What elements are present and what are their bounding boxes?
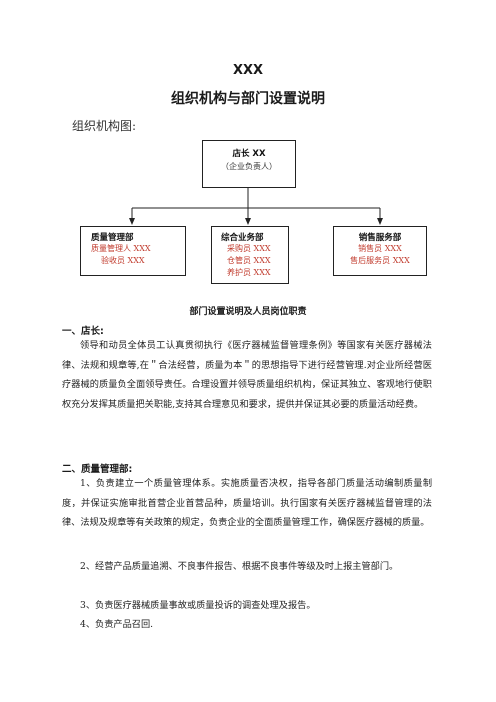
section-heading-quality-dept: 二、质量管理部:	[62, 464, 133, 475]
org-box-sales-dept: 销售服务部 销售员 XXX 售后服务员 XXX	[333, 226, 427, 276]
store-manager-name: 店长 XX	[232, 149, 266, 159]
store-manager-role: （企业负责人）	[221, 162, 277, 171]
paragraph-quality-1: 1、负责建立一个质量管理体系。实施质量否决权，指导各部门质量活动编制质量制度，并…	[62, 478, 432, 528]
org-box-business-dept: 综合业务部 采购员 XXX 仓管员 XXX 养护员 XXX	[211, 226, 289, 284]
paragraph-store-manager: 领导和动员全体员工认真贯彻执行《医疗器械监督管理条例》等国家有关医疗器械法律、法…	[62, 340, 432, 410]
paragraph-quality-2: 2、经营产品质量追溯、不良事件报告、根据不良事件等级及时上报主管部门。	[80, 561, 399, 572]
paragraph-quality-4: 4、负责产品召回.	[80, 619, 154, 630]
quality-dept-member: 验收员 XXX	[101, 256, 145, 265]
arrow-left-icon	[129, 218, 135, 225]
business-dept-title: 综合业务部	[221, 233, 264, 243]
document-subtitle: 组织机构与部门设置说明	[171, 91, 325, 107]
quality-dept-title: 质量管理部	[91, 233, 134, 243]
quality-dept-member: 质量管理人 XXX	[91, 244, 151, 253]
document-title: XXX	[232, 63, 264, 78]
arrow-right-icon	[377, 218, 383, 225]
org-chart-connectors	[129, 188, 383, 225]
paragraph-quality-3: 3、负责医疗器械质量事故或质量投诉的调查处理及报告。	[80, 600, 316, 611]
org-box-store-manager: 店长 XX （企业负责人）	[202, 140, 296, 188]
business-dept-member: 采购员 XXX	[227, 244, 271, 253]
sales-dept-title: 销售服务部	[358, 233, 402, 243]
business-dept-member: 仓管员 XXX	[227, 256, 271, 265]
sales-dept-member: 售后服务员 XXX	[350, 256, 410, 265]
org-chart-label: 组织机构图:	[72, 119, 137, 133]
section-heading-store-manager: 一、店长:	[62, 326, 104, 337]
arrow-middle-icon	[245, 218, 251, 225]
section-title: 部门设置说明及人员岗位职责	[189, 307, 307, 317]
sales-dept-member: 销售员 XXX	[358, 244, 402, 253]
org-box-quality-dept: 质量管理部 质量管理人 XXX 验收员 XXX	[80, 226, 186, 276]
business-dept-member: 养护员 XXX	[227, 268, 271, 277]
